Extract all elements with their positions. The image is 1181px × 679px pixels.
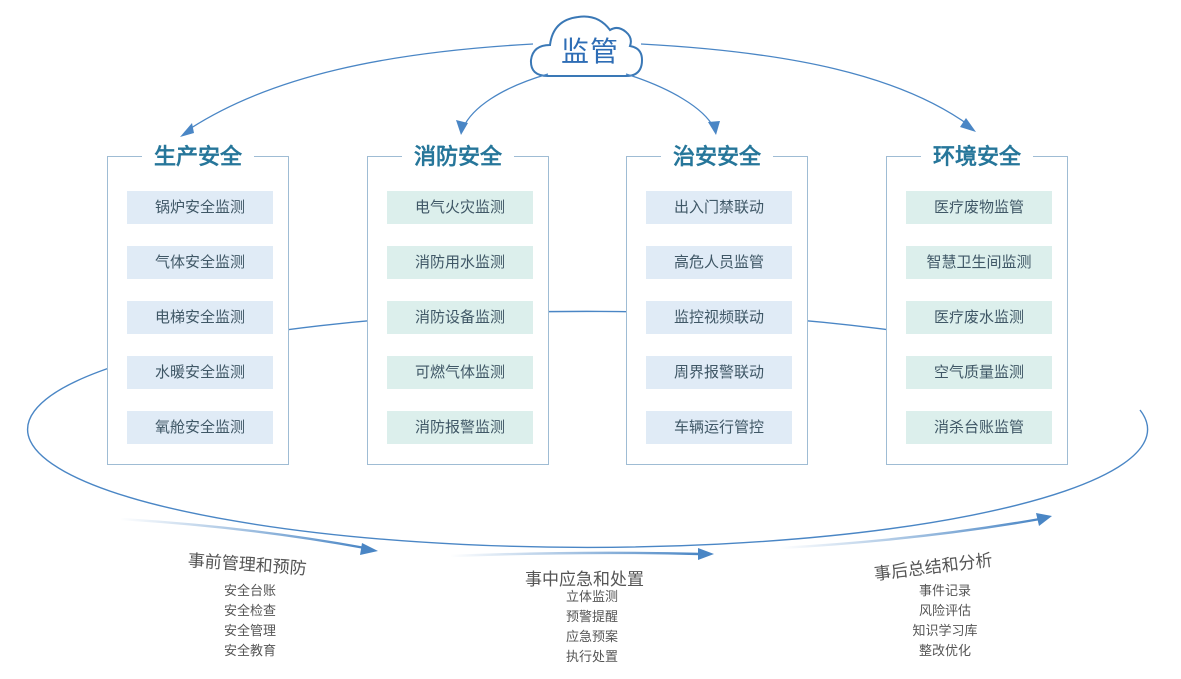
stage-item: 安全检查: [223, 604, 276, 619]
category-item[interactable]: 消防报警监测: [387, 411, 533, 444]
stage-item: 整改优化: [918, 644, 971, 659]
stage-item: 立体监测: [565, 590, 618, 605]
category-item[interactable]: 出入门禁联动: [646, 191, 792, 224]
arrow-to-production: [184, 43, 534, 133]
stage-list-before: 安全台账 安全检查 安全管理 安全教育: [190, 582, 310, 662]
category-item[interactable]: 电梯安全监测: [127, 301, 273, 334]
arrow-to-environment: [640, 43, 971, 127]
stage-title-during: 事中应急和处置: [525, 570, 644, 590]
category-item[interactable]: 医疗废物监管: [906, 191, 1052, 224]
category-item[interactable]: 氧舱安全监测: [127, 411, 273, 444]
category-title: 治安安全: [660, 139, 774, 171]
category-box-security: 治安安全 出入门禁联动 高危人员监管 监控视频联动 周界报警联动 车辆运行管控: [626, 139, 808, 465]
stage-item: 预警提醒: [565, 610, 618, 625]
stage-list-after: 事件记录 风险评估 知识学习库 整改优化: [885, 582, 1005, 662]
stage-arrow-1: [119, 517, 366, 550]
category-item[interactable]: 车辆运行管控: [646, 411, 792, 444]
center-label: 监管: [560, 35, 619, 68]
category-item[interactable]: 消防设备监测: [387, 301, 533, 334]
category-item[interactable]: 水暖安全监测: [127, 356, 273, 389]
category-box-production: 生产安全 锅炉安全监测 气体安全监测 电梯安全监测 水暖安全监测 氧舱安全监测: [107, 139, 289, 465]
category-item[interactable]: 电气火灾监测: [387, 191, 533, 224]
stage-arrow-3: [779, 517, 1041, 550]
category-item[interactable]: 可燃气体监测: [387, 356, 533, 389]
category-item[interactable]: 高危人员监管: [646, 246, 792, 279]
stage-item: 安全教育: [223, 644, 276, 659]
stage-item: 事件记录: [918, 584, 971, 599]
category-item[interactable]: 空气质量监测: [906, 356, 1052, 389]
stage-item: 执行处置: [565, 650, 618, 665]
cloud-icon: [529, 15, 644, 77]
category-item[interactable]: 气体安全监测: [127, 246, 273, 279]
stage-arrow-2: [449, 551, 701, 558]
category-box-environment: 环境安全 医疗废物监管 智慧卫生间监测 医疗废水监测 空气质量监测 消杀台账监管: [886, 139, 1068, 465]
category-box-fire: 消防安全 电气火灾监测 消防用水监测 消防设备监测 可燃气体监测 消防报警监测: [367, 139, 549, 465]
arrow-to-security: [625, 73, 715, 129]
category-item[interactable]: 医疗废水监测: [906, 301, 1052, 334]
category-item[interactable]: 周界报警联动: [646, 356, 792, 389]
category-item[interactable]: 智慧卫生间监测: [906, 246, 1052, 279]
category-title: 环境安全: [920, 139, 1034, 171]
cycle-ellipse: [26, 310, 1149, 549]
arrow-to-fire: [462, 73, 549, 129]
stage-item: 应急预案: [565, 630, 618, 645]
category-item[interactable]: 锅炉安全监测: [127, 191, 273, 224]
category-item[interactable]: 消杀台账监管: [906, 411, 1052, 444]
category-item[interactable]: 消防用水监测: [387, 246, 533, 279]
stage-item: 安全管理: [223, 624, 276, 639]
stage-list-during: 立体监测 预警提醒 应急预案 执行处置: [532, 588, 652, 668]
category-item[interactable]: 监控视频联动: [646, 301, 792, 334]
category-title: 生产安全: [141, 139, 255, 171]
stage-item: 风险评估: [918, 604, 971, 619]
category-title: 消防安全: [401, 139, 515, 171]
stage-item: 安全台账: [223, 584, 276, 599]
stage-item: 知识学习库: [912, 624, 978, 639]
